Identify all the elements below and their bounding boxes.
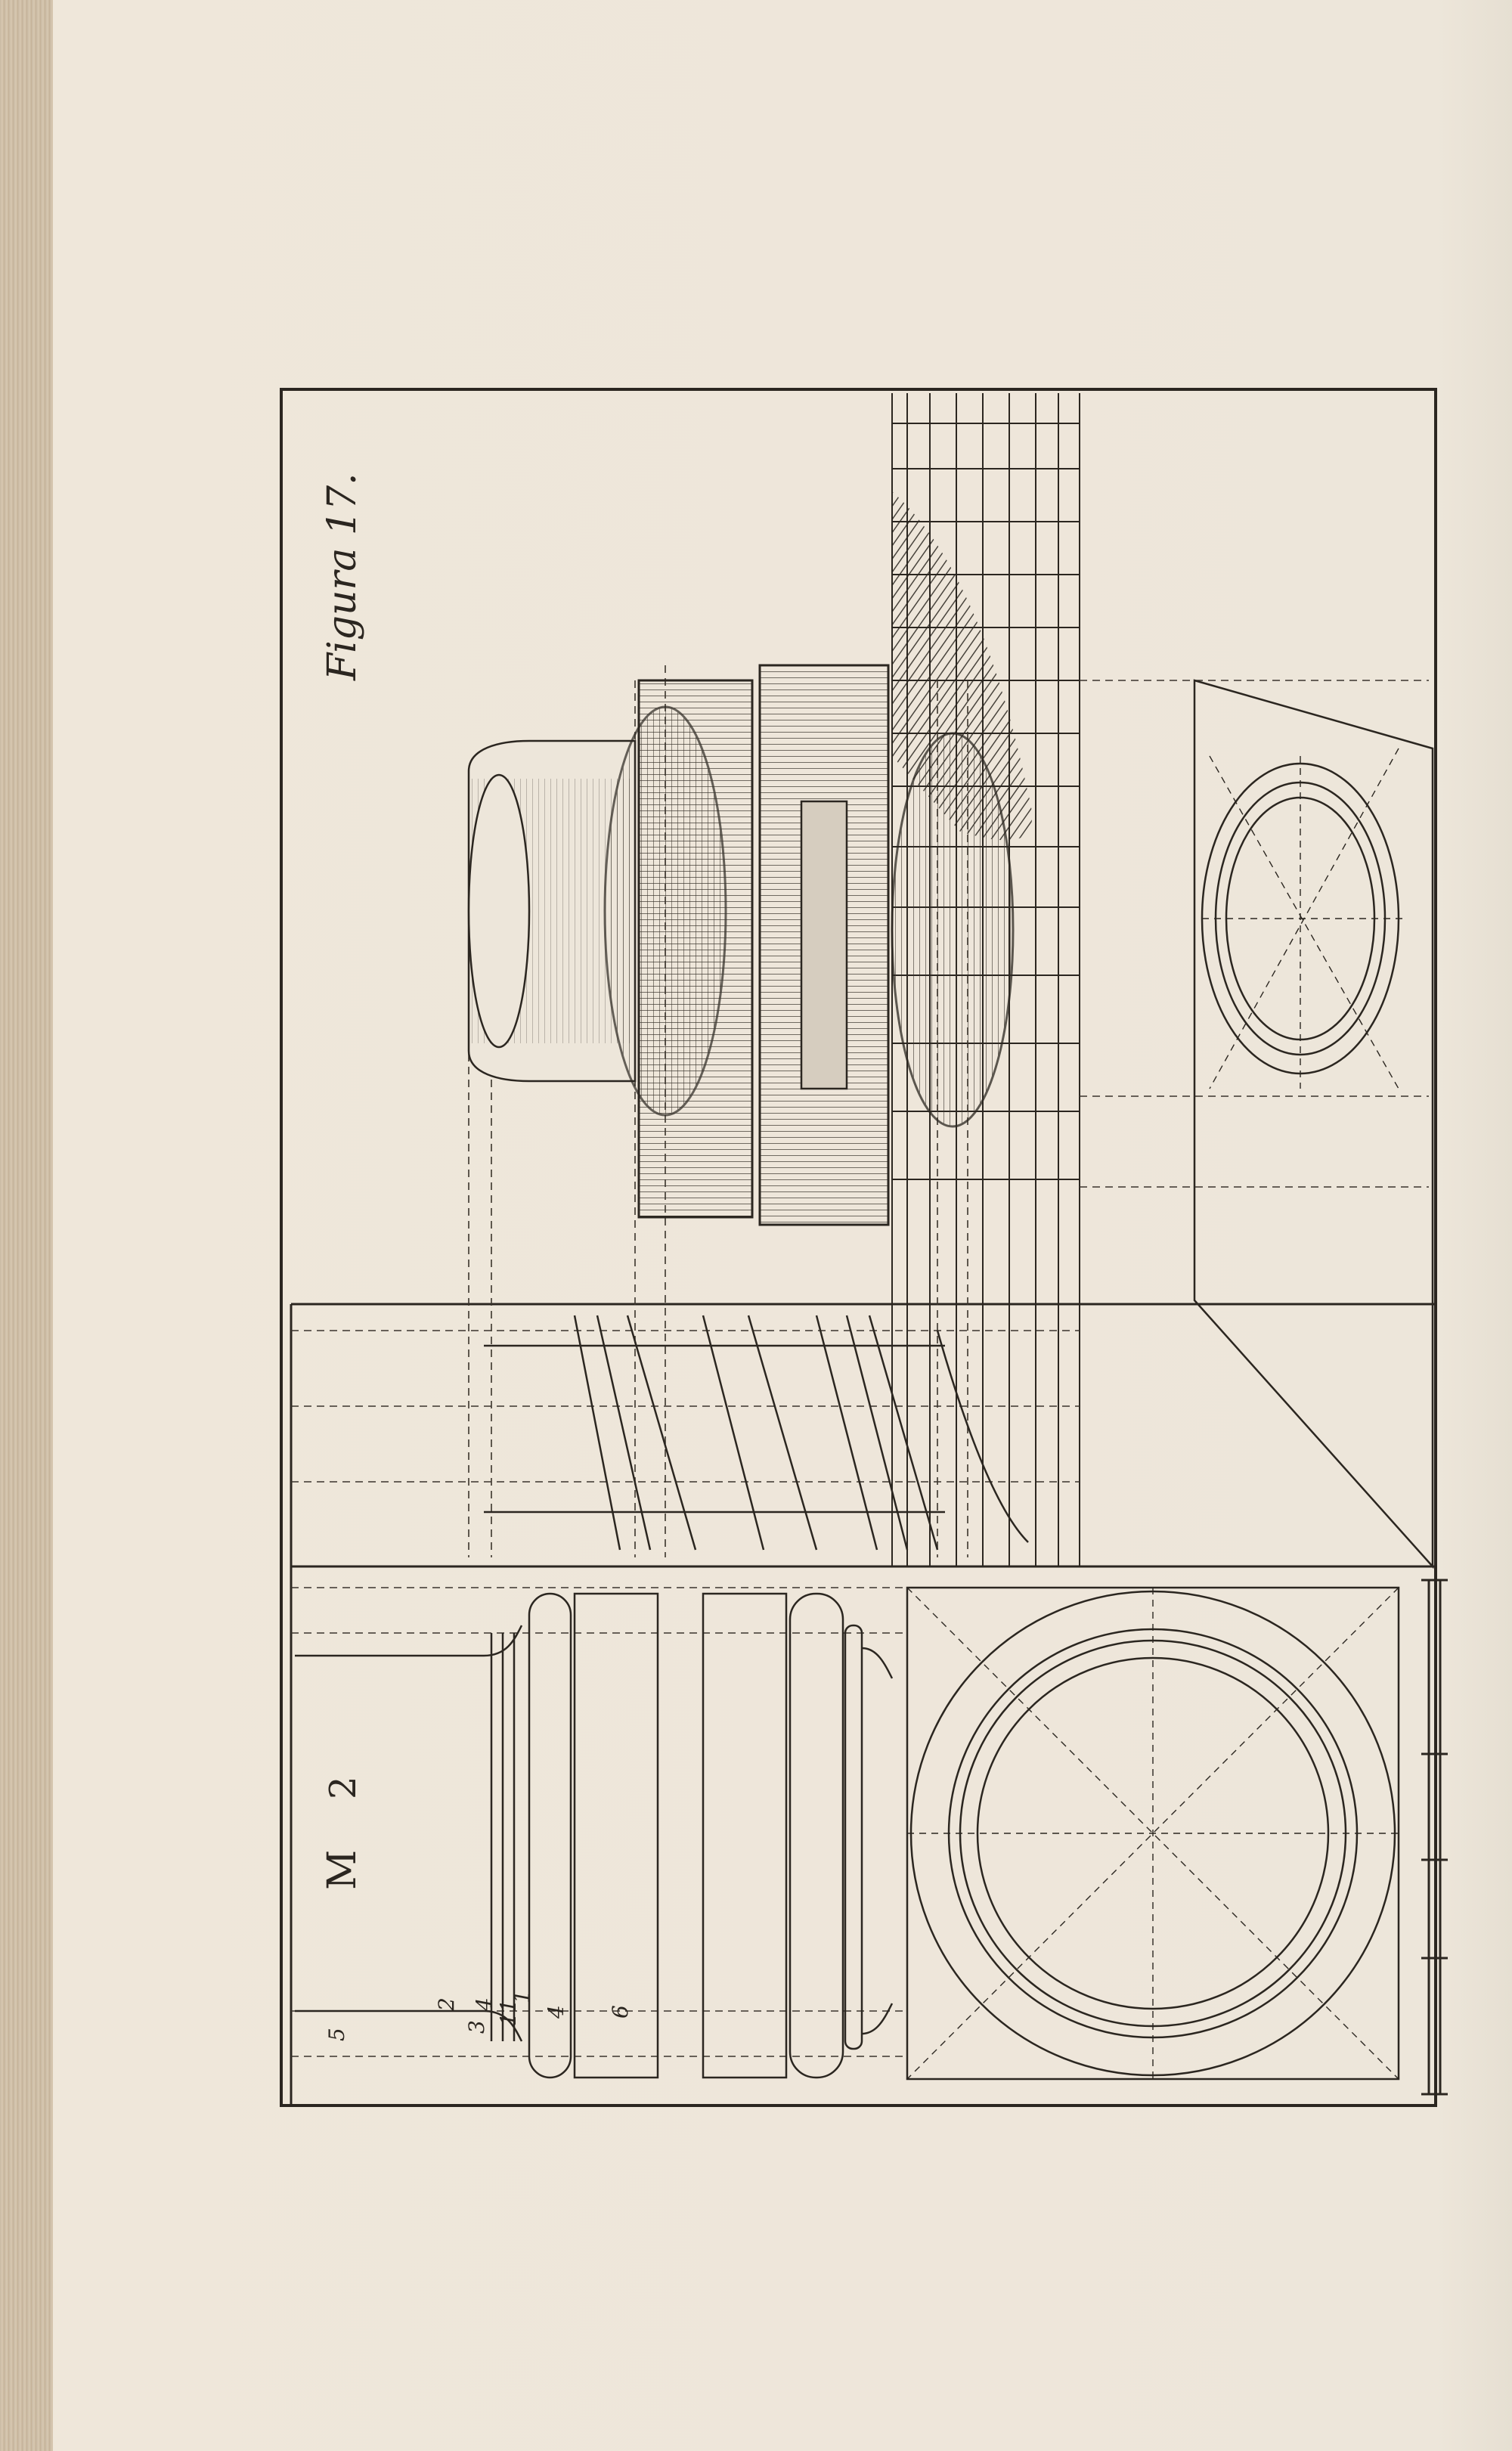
plate-number: 2 bbox=[322, 1776, 364, 1799]
molding-elevation bbox=[295, 1592, 894, 2079]
plate-border bbox=[280, 388, 1437, 2107]
molding-number: 3 bbox=[464, 2020, 489, 2034]
page-binding-edge bbox=[0, 0, 53, 2451]
perspective-plinth-outline bbox=[1193, 679, 1434, 1569]
perspective-base-molding bbox=[484, 1315, 1029, 1551]
molding-number: 6 bbox=[608, 2005, 633, 2019]
molding-number: 2 bbox=[434, 1997, 459, 2012]
molding-number: 5 bbox=[324, 2028, 349, 2041]
molding-number: 11 bbox=[496, 1999, 521, 2026]
plan-view bbox=[906, 1586, 1400, 2081]
band-dividers bbox=[290, 1303, 1436, 2106]
column-base-perspective bbox=[467, 664, 1015, 1226]
molding-number: 4 bbox=[544, 2005, 569, 2019]
molding-number-labels: 5 2 3 4 11 1 4 6 bbox=[324, 1990, 633, 2041]
molding-number: 1 bbox=[510, 1990, 534, 2003]
scale-bar bbox=[1421, 1579, 1448, 2096]
figure-title: Figura 17. bbox=[320, 473, 365, 681]
molding-number: 4 bbox=[472, 1997, 497, 2012]
plate-mark: M bbox=[320, 1850, 365, 1890]
